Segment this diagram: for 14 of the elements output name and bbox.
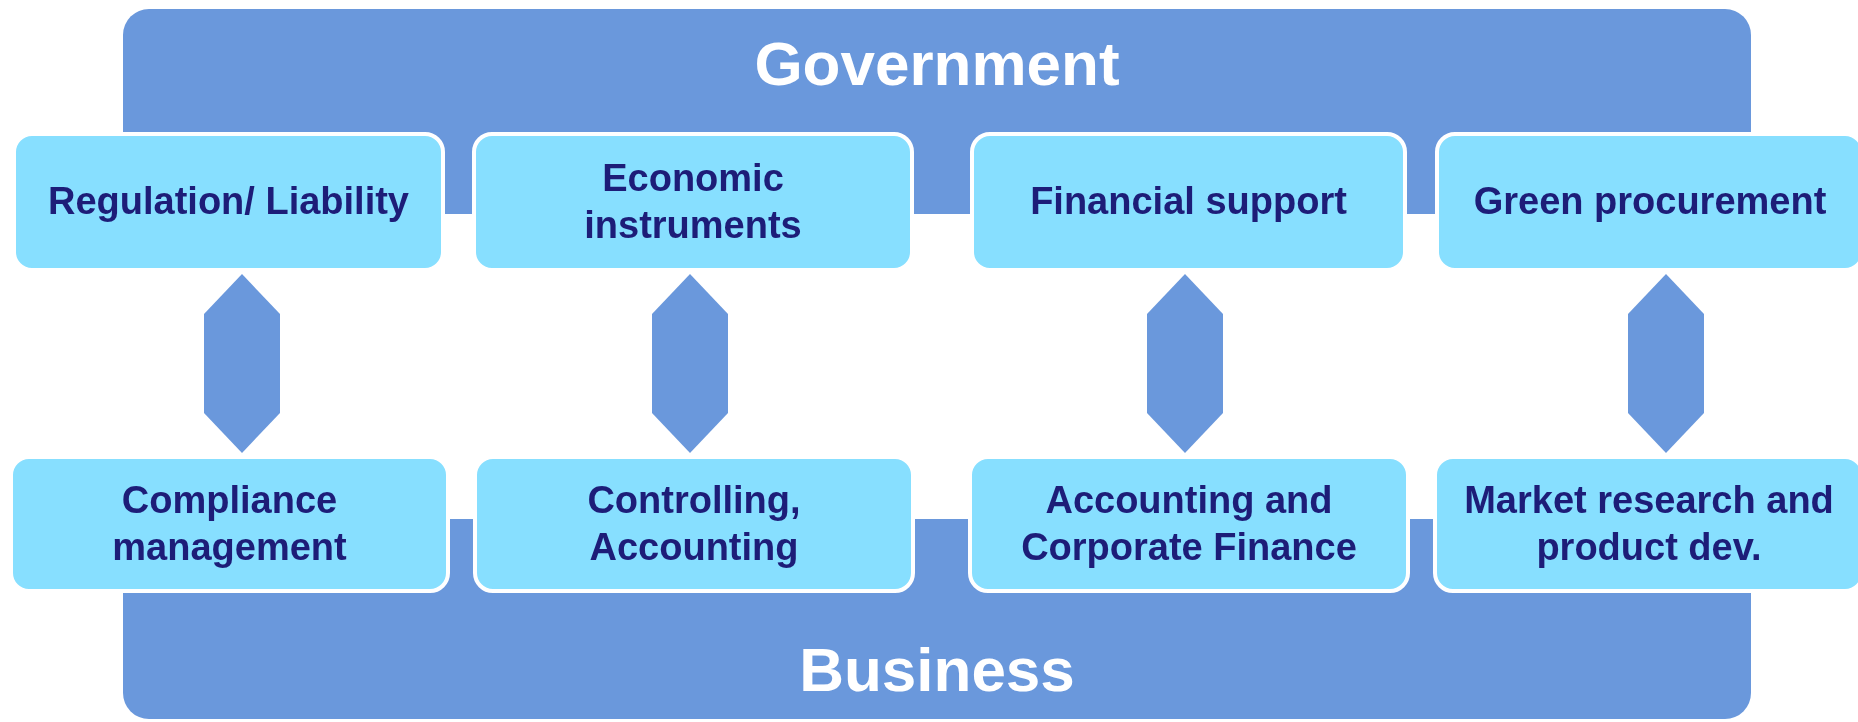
double-arrow (204, 274, 280, 453)
box-label: Accounting and Corporate Finance (1020, 477, 1358, 570)
box-label: Compliance management (111, 477, 348, 570)
double-arrow (1628, 274, 1704, 453)
box-label: Controlling, Accounting (586, 477, 802, 570)
box-label: Regulation/ Liability (48, 179, 409, 225)
band-title: Business (799, 633, 1075, 706)
box-label: Green procurement (1473, 179, 1827, 225)
double-arrow (1147, 274, 1223, 453)
box-label: Market research and product dev. (1463, 477, 1835, 570)
band-title: Government (754, 28, 1120, 100)
box-label: Economic instruments (583, 155, 803, 248)
double-arrow (652, 274, 728, 453)
box-label: Financial support (1030, 179, 1347, 225)
